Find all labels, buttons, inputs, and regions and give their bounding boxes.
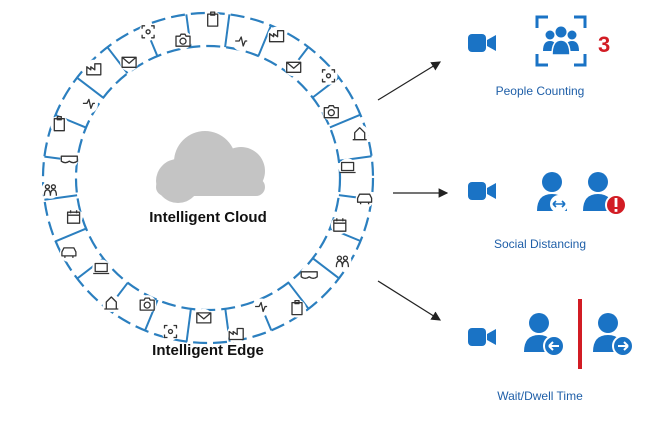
people-count-value: 3 [598,32,611,57]
lock-icon [174,31,192,50]
ring-spoke [76,76,104,99]
people-counting-scenario [468,15,587,67]
barcode-scanner-icon [50,115,69,134]
person-enter-icon [524,313,565,357]
video-camera-icon [468,34,496,52]
arrow-to-people-counting [377,61,442,101]
phone-icon [120,53,139,72]
people-counting-label: People Counting [495,84,585,98]
clipboard-icon [203,11,222,30]
ring-spoke [224,14,231,48]
ring-spoke [257,25,272,57]
mail-icon [284,58,303,77]
shopping-cart-icon [41,180,60,199]
lightbulb-icon [102,294,121,312]
vr-headset-icon [300,265,319,284]
hand-pointer-icon [194,308,213,327]
social-distancing-label: Social Distancing [493,237,587,251]
ring-spoke [329,113,361,129]
translate-icon [64,208,83,227]
ring-spoke [287,282,310,310]
outer-ring [41,11,375,345]
pen-device-icon [252,298,271,317]
video-camera-icon [468,182,496,200]
face-scan-icon [319,66,338,85]
arrow-to-wait-time [377,280,442,321]
eye-icon [288,299,306,318]
industrial-icon [92,259,111,278]
factory-icon [267,26,286,45]
employee-icon [79,95,98,114]
layers-icon [139,22,158,41]
device-icons [41,11,374,343]
ring-spoke [312,257,340,280]
people-icon [333,252,352,271]
ai-badge-icon [60,150,79,169]
ring-spoke [55,227,87,243]
robot-arm-icon [59,243,78,262]
social-distancing-scenario [468,172,627,216]
divider-line [578,299,582,369]
heart-rate-icon [232,33,251,51]
ring-spoke [185,308,192,342]
person-alert-icon [583,172,627,216]
camera-icon [322,102,341,121]
intelligent-edge-label: Intelligent Edge [152,342,264,359]
laptop-icon [338,158,357,177]
people-scan-icon [535,15,587,67]
cloud-icon [156,131,265,203]
person-exit-icon [593,313,634,357]
wait-dwell-label: Wait/Dwell Time [497,389,583,403]
video-camera-icon [468,328,496,346]
wait-dwell-scenario [468,299,634,369]
ring-spoke [44,194,78,201]
building-icon [350,124,369,143]
game-controller-icon [138,295,157,314]
car-icon [355,190,374,209]
pen-stroke-icon [84,59,103,78]
arrows [377,61,449,321]
person-distance-icon [537,172,568,213]
intelligent-cloud-label: Intelligent Cloud [149,209,267,226]
face-id-icon [227,324,246,343]
airplane-icon [161,322,180,341]
calendar-icon [330,216,349,235]
